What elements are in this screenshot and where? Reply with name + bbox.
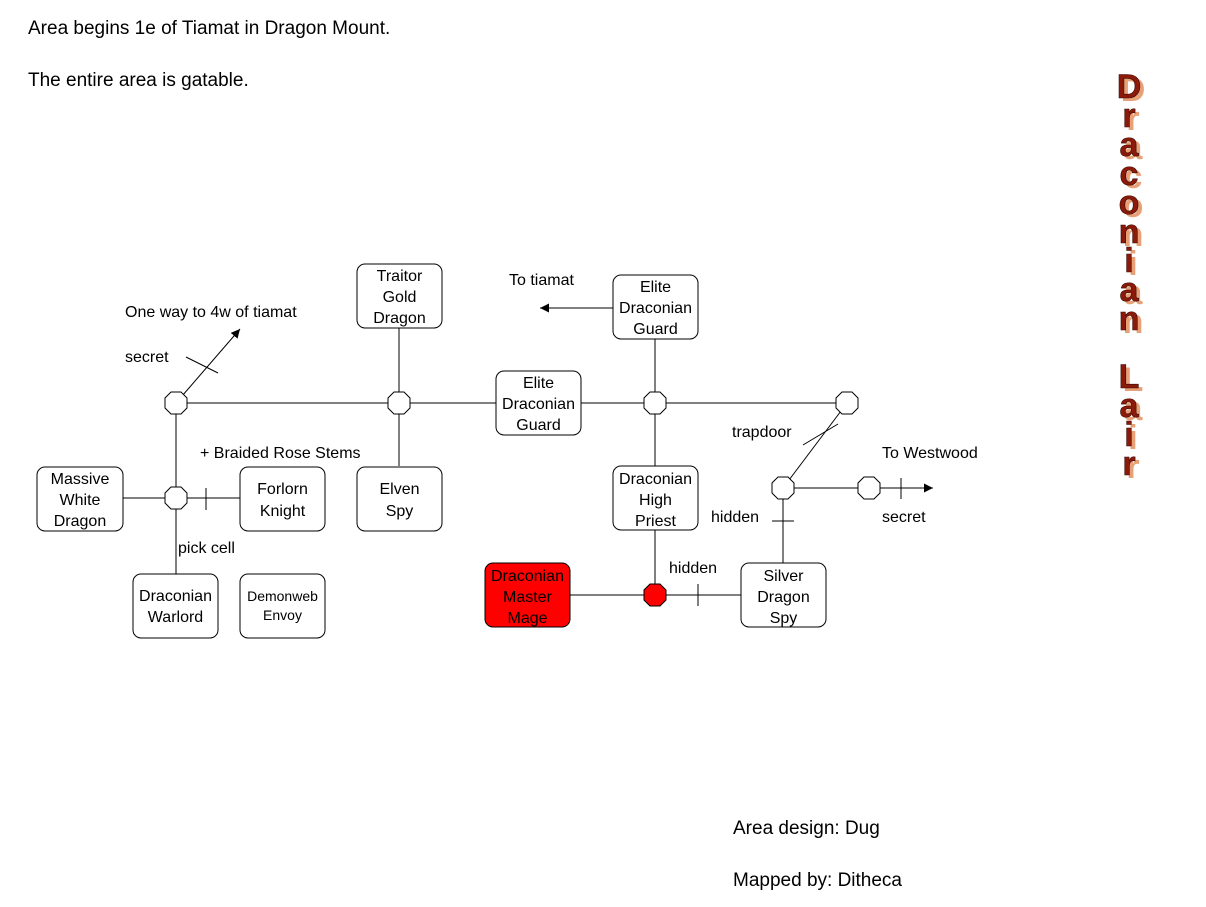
title-letter-shadow: D	[1121, 71, 1146, 109]
svg-text:Guard: Guard	[633, 321, 677, 338]
title-letter-shadow: r	[1126, 100, 1139, 138]
svg-text:Elite: Elite	[523, 375, 554, 392]
label-to-westwood: To Westwood	[882, 445, 978, 462]
title-letter: L	[1119, 358, 1140, 396]
label-braided-rose: + Braided Rose Stems	[200, 445, 361, 462]
title-letter-shadow: c	[1124, 158, 1143, 196]
junction-node-highlight	[643, 583, 667, 607]
title-letter-shadow: i	[1128, 245, 1137, 283]
label-secret-west: secret	[125, 349, 169, 366]
room-demonweb-envoy: Demonweb Envoy	[239, 573, 326, 639]
title-letter-shadow: n	[1123, 303, 1144, 341]
svg-text:Draconian: Draconian	[139, 588, 212, 605]
title-letter: o	[1119, 184, 1140, 222]
svg-text:Draconian: Draconian	[491, 568, 564, 585]
junction-node	[857, 476, 881, 500]
design-credit: Area design: Dug	[733, 818, 880, 839]
svg-text:Elven: Elven	[379, 481, 419, 498]
svg-text:Silver: Silver	[763, 568, 804, 585]
gatable-note: The entire area is gatable.	[28, 70, 249, 91]
room-silver-dragon-spy: Silver Dragon Spy	[740, 562, 827, 628]
junction-node	[387, 391, 411, 415]
start-note: Area begins 1e of Tiamat in Dragon Mount…	[28, 18, 391, 39]
room-elite-draconian-guard-center: Elite Draconian Guard	[495, 370, 582, 436]
title-letter: a	[1120, 271, 1140, 309]
room-draconian-warlord: Draconian Warlord	[132, 573, 219, 639]
svg-text:Knight: Knight	[260, 503, 306, 520]
room-massive-white-dragon: Massive White Dragon	[36, 466, 124, 532]
svg-text:Spy: Spy	[770, 610, 798, 627]
title-letter: D	[1117, 70, 1142, 106]
svg-text:Dragon: Dragon	[373, 310, 425, 327]
title-letter-shadow: L	[1123, 361, 1144, 399]
svg-text:Gold: Gold	[383, 289, 417, 306]
svg-text:Spy: Spy	[386, 503, 414, 520]
title-letter: i	[1124, 242, 1133, 280]
title-letter-shadow: a	[1124, 390, 1144, 428]
junction-node	[643, 391, 667, 415]
svg-text:Forlorn: Forlorn	[257, 481, 308, 498]
svg-text:Warlord: Warlord	[148, 609, 203, 626]
svg-text:Draconian: Draconian	[502, 396, 575, 413]
svg-text:Guard: Guard	[516, 417, 560, 434]
title-letter: a	[1120, 387, 1140, 425]
room-draconian-master-mage: Draconian Master Mage	[484, 562, 571, 628]
svg-text:Demonweb: Demonweb	[247, 588, 318, 604]
svg-text:White: White	[60, 492, 101, 509]
title-letter: n	[1119, 213, 1140, 251]
title-letter-shadow: a	[1124, 129, 1144, 167]
title-letter: r	[1122, 445, 1135, 483]
svg-text:Draconian: Draconian	[619, 471, 692, 488]
label-hidden-south: hidden	[669, 560, 717, 577]
svg-text:Mage: Mage	[507, 610, 547, 627]
title-letter-shadow: o	[1123, 187, 1144, 225]
junctions	[164, 391, 881, 607]
junction-node	[164, 486, 188, 510]
title-letter: c	[1120, 155, 1139, 193]
svg-text:Envoy: Envoy	[263, 607, 302, 623]
title-letter: r	[1122, 97, 1135, 135]
mapped-credit: Mapped by: Ditheca	[733, 870, 902, 891]
room-elven-spy: Elven Spy	[356, 466, 443, 532]
title-letter: i	[1124, 416, 1133, 454]
room-draconian-high-priest: Draconian High Priest	[612, 465, 699, 531]
room-elite-draconian-guard-north: Elite Draconian Guard	[612, 274, 699, 340]
title-letter: n	[1119, 300, 1140, 338]
svg-text:Draconian: Draconian	[619, 300, 692, 317]
label-pick-cell: pick cell	[178, 540, 235, 557]
secret-marker	[185, 356, 219, 374]
label-to-tiamat: To tiamat	[509, 272, 574, 289]
junction-node	[164, 391, 188, 415]
title-letter-shadow: i	[1128, 419, 1137, 457]
title-letter-shadow: r	[1126, 448, 1139, 486]
svg-text:Elite: Elite	[640, 279, 671, 296]
svg-text:Dragon: Dragon	[757, 589, 809, 606]
junction-node	[835, 391, 859, 415]
svg-text:Massive: Massive	[51, 471, 110, 488]
trapdoor-marker	[802, 423, 839, 446]
one-way-arrow	[175, 328, 241, 404]
label-one-way: One way to 4w of tiamat	[125, 304, 297, 321]
title-letter: a	[1120, 126, 1140, 164]
label-hidden-east: hidden	[711, 509, 759, 526]
junction-node	[771, 476, 795, 500]
svg-text:High: High	[639, 492, 672, 509]
room-forlorn-knight: Forlorn Knight	[239, 466, 326, 532]
room-traitor-gold-dragon: Traitor Gold Dragon	[356, 263, 443, 329]
label-trapdoor: trapdoor	[732, 424, 792, 441]
svg-text:Priest: Priest	[635, 513, 676, 530]
title-letter-shadow: n	[1123, 216, 1144, 254]
label-secret-east: secret	[882, 509, 926, 526]
title-letter-shadow: a	[1124, 274, 1144, 312]
svg-text:Master: Master	[503, 589, 553, 606]
svg-text:Dragon: Dragon	[54, 513, 106, 530]
svg-text:Traitor: Traitor	[377, 268, 423, 285]
